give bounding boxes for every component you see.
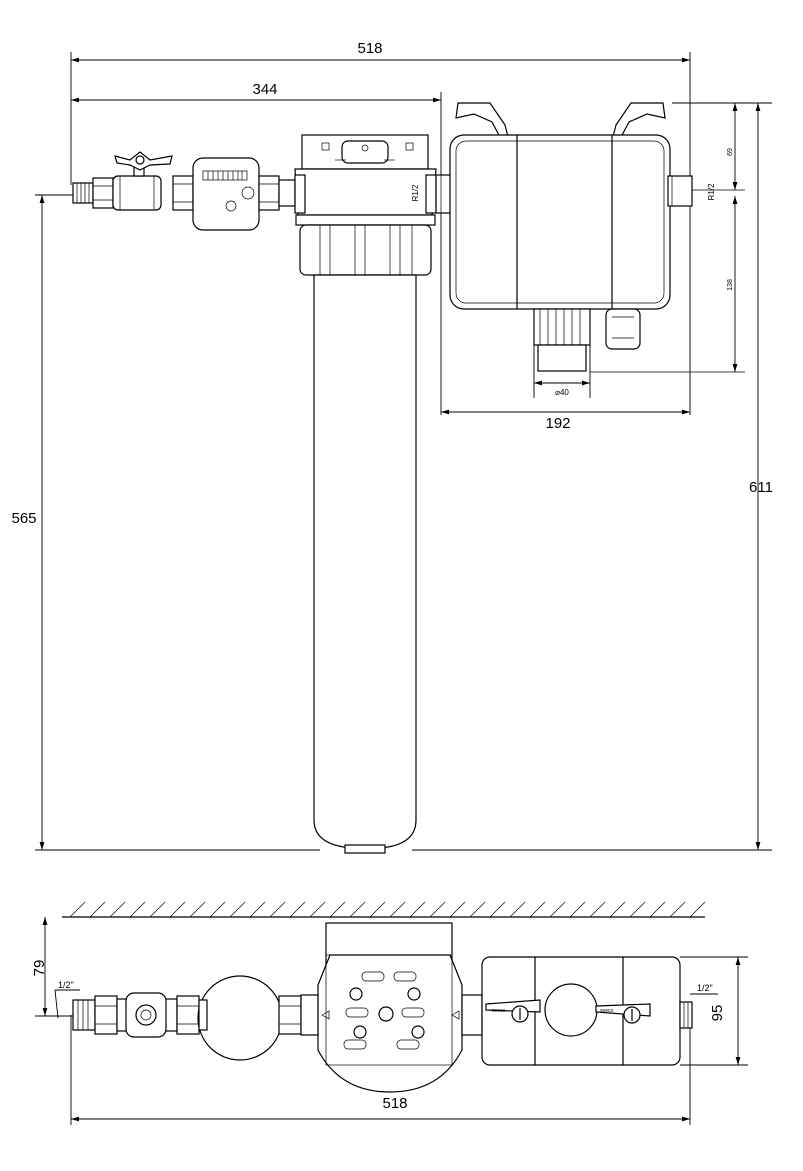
dimension-small-right: 69 138	[590, 103, 745, 373]
dimension-half-inch-left: 1/2"	[54, 980, 80, 1019]
dimension-518-top: 518	[70, 40, 691, 415]
valve-brand-left: seeco	[492, 1008, 506, 1014]
flow-arrow-icon	[321, 1010, 330, 1020]
water-meter-front	[172, 157, 296, 231]
dimension-565: 565	[11, 194, 772, 851]
dimension-half-inch-right: 1/2"	[690, 983, 718, 995]
filter-head: R1/2	[294, 134, 437, 216]
dim-label-611: 611	[749, 479, 773, 496]
dosing-unit-front: R1/2	[449, 102, 716, 372]
dimension-611: 611	[672, 102, 773, 850]
wall-hatching	[62, 901, 706, 918]
plan-filter-head	[300, 922, 483, 1093]
flow-arrow-icon	[451, 1010, 460, 1020]
dim-label-344: 344	[252, 81, 277, 98]
thread-label-left: R1/2	[411, 184, 420, 201]
dimension-518-bottom: 518	[70, 1015, 691, 1125]
inlet-threaded-nipple	[72, 177, 114, 209]
dimension-192: 192	[441, 409, 690, 432]
dimension-diameter-40: ⌀40	[533, 340, 591, 398]
filter-housing-bowl	[313, 274, 417, 854]
dim-label-138: 138	[727, 279, 734, 291]
thread-plan-right-label: 1/2"	[697, 983, 713, 993]
dim-label-95: 95	[709, 1005, 726, 1022]
ball-valve-front	[112, 151, 173, 211]
dim-label-518-bottom: 518	[382, 1095, 407, 1112]
dim-label-518-top: 518	[357, 40, 382, 57]
dim-label-79: 79	[31, 960, 48, 977]
filter-ring-nut	[295, 214, 436, 276]
thread-plan-left-label: 1/2"	[58, 980, 74, 990]
dim-label-192: 192	[545, 415, 570, 432]
dim-label-565: 565	[11, 510, 36, 527]
plan-dosing-unit: seeco seeco	[481, 956, 693, 1066]
dim-label-diameter: ⌀40	[555, 388, 569, 397]
valve-brand-right: seeco	[600, 1008, 614, 1014]
dimension-344: 344	[71, 81, 442, 415]
plan-inlet-and-valve	[72, 992, 200, 1038]
thread-label-right: R1/2	[707, 183, 716, 200]
dim-label-69: 69	[727, 148, 734, 156]
dimension-95: 95	[680, 956, 748, 1066]
plan-water-meter	[197, 975, 302, 1061]
